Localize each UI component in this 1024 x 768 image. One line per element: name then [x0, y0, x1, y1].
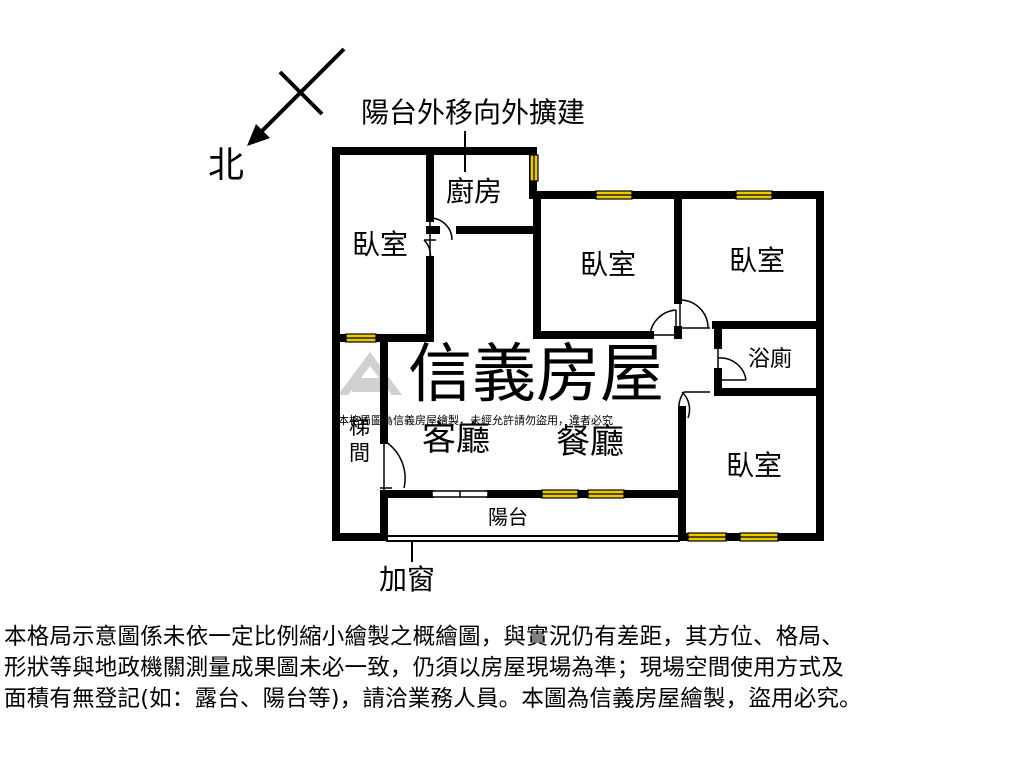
door-bedroom-southeast	[678, 391, 710, 421]
disclaimer-line-2: 形狀等與地政機關測量成果圖未必一致，仍須以房屋現場為準；現場空間使用方式及	[4, 655, 844, 681]
door-bedroom-center	[649, 309, 677, 336]
window-living-1	[541, 489, 579, 499]
windows	[345, 154, 779, 542]
window-kitchen	[529, 154, 539, 182]
room-bedroom-west: 臥室	[352, 228, 408, 261]
walls	[332, 147, 824, 541]
sliding-door	[431, 490, 489, 498]
room-balcony: 陽台	[488, 505, 528, 529]
room-bedroom-northeast: 臥室	[729, 244, 785, 277]
window-bedroom-center	[595, 190, 633, 200]
room-bedroom-center: 臥室	[580, 248, 636, 281]
window-living-2	[587, 489, 625, 499]
room-living: 客廳	[422, 419, 490, 459]
window-bedroom-southeast-2	[739, 532, 779, 542]
window-bedroom-northeast	[735, 190, 773, 200]
window-bedroom-southeast-1	[687, 532, 727, 542]
room-bathroom: 浴廁	[748, 347, 792, 372]
window-bedroom-west	[345, 333, 377, 343]
room-kitchen: 廚房	[446, 175, 502, 208]
door-bedroom-northeast	[679, 299, 710, 330]
door-bathroom	[717, 345, 747, 381]
doors	[380, 217, 747, 492]
annotation-balcony-extension: 陽台外移向外擴建	[361, 96, 585, 129]
north-arrow-icon	[247, 47, 346, 146]
room-bedroom-southeast: 臥室	[726, 449, 782, 482]
door-stairwell	[380, 440, 406, 492]
room-labels: 臥室 廚房 臥室 臥室 浴廁 客廳 餐廳 臥室 陽台 梯 間	[349, 175, 792, 529]
north-label: 北	[208, 145, 244, 186]
watermark: 信義房屋 本格局圖為信義房屋繪製，未經允許請勿盜用，違者必究	[338, 338, 664, 427]
balcony-outer-edge	[386, 535, 680, 542]
door-bedroom-west	[423, 217, 453, 261]
disclaimer: 本格局示意圖係未依一定比例縮小繪製之概繪圖，與實況仍有差距，其方位、格局、 形狀…	[4, 622, 1020, 715]
room-dining: 餐廳	[556, 422, 624, 462]
watermark-logo-icon	[338, 352, 402, 395]
disclaimer-line-3: 面積有無登記(如：露台、陽台等)，請洽業務人員。本圖為信義房屋繪製，盜用必究。	[4, 686, 862, 712]
room-stairwell: 梯 間	[349, 415, 377, 465]
watermark-small-text: 本格局圖為信義房屋繪製，未經允許請勿盜用，違者必究	[338, 413, 613, 427]
disclaimer-line-1: 本格局示意圖係未依一定比例縮小繪製之概繪圖，與實況仍有差距，其方位、格局、	[4, 624, 844, 650]
watermark-brand: 信義房屋	[408, 338, 664, 412]
annotation-added-window: 加窗	[379, 563, 435, 596]
